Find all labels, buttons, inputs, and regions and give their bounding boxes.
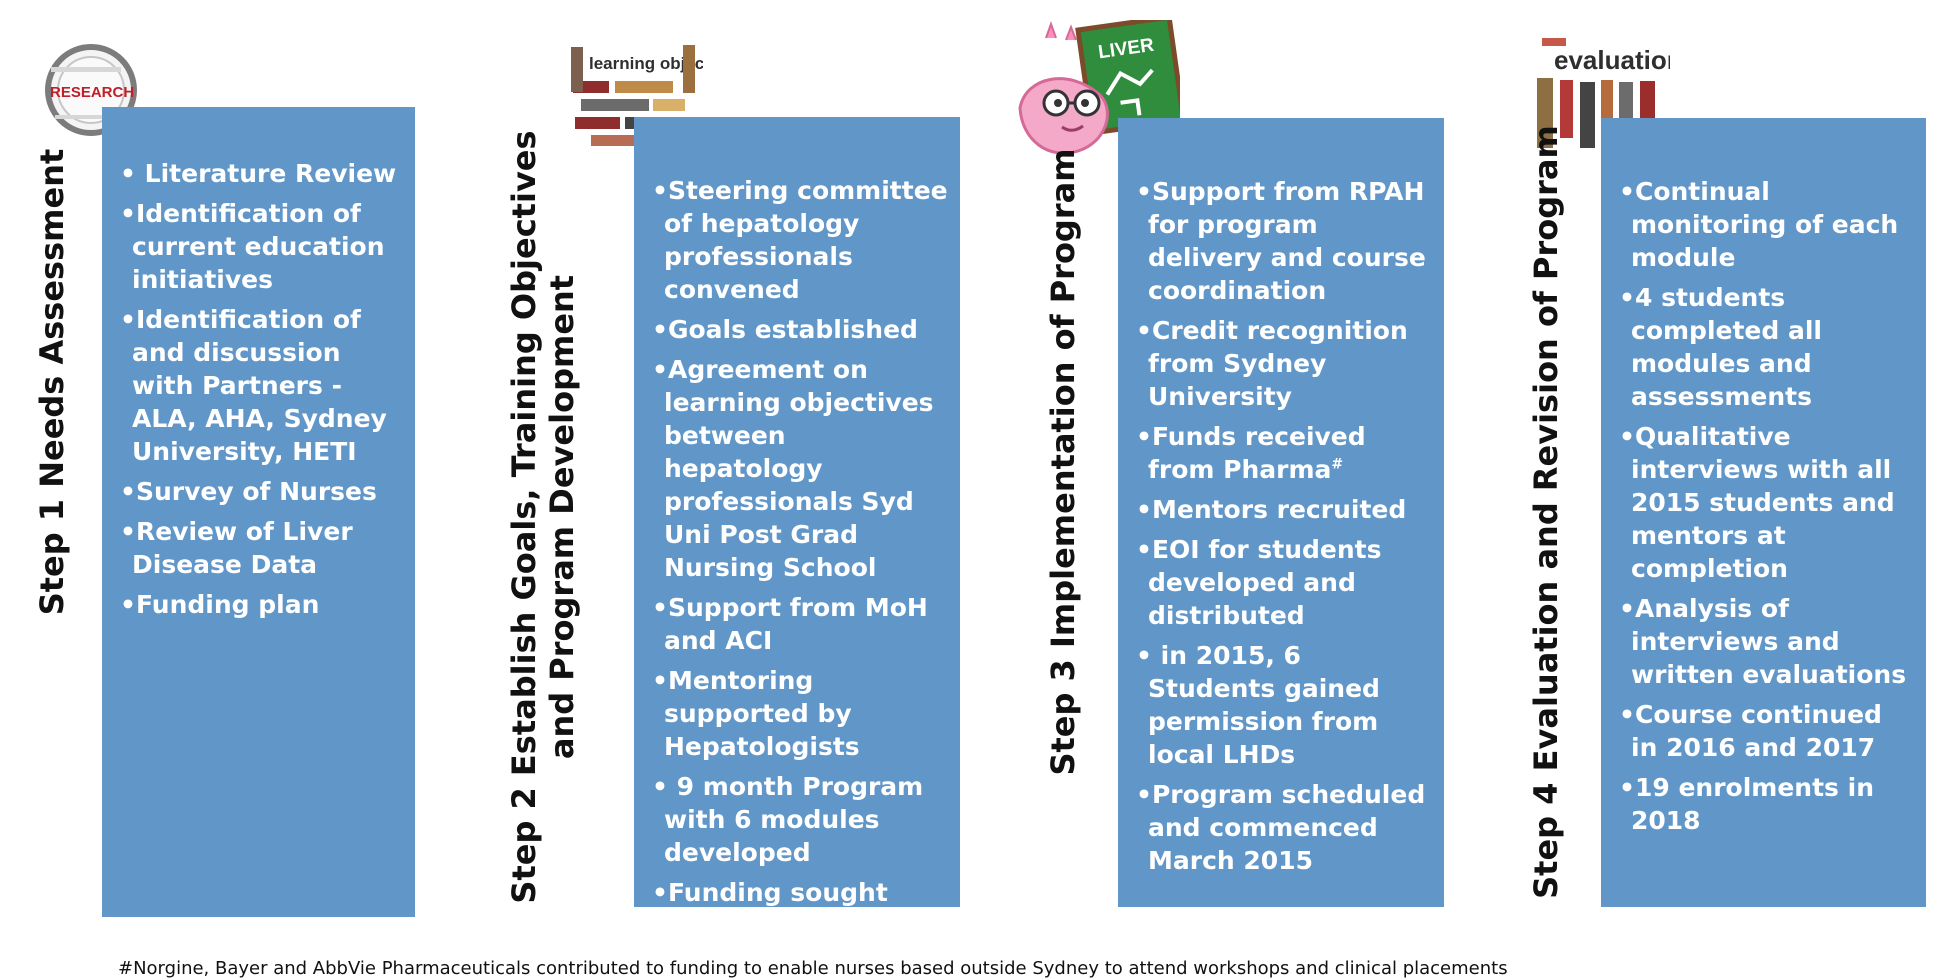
step-2-title-line-2: and Program Development	[543, 274, 581, 760]
step-3-bullet-6: • in 2015, 6 Students gained permission …	[1136, 641, 1380, 769]
step-4-bullet-6: •19 enrolments in 2018	[1619, 773, 1875, 835]
step-3-bullet-1: •Support from RPAH for program delivery …	[1136, 177, 1426, 305]
step-3-panel: •Support from RPAH for program delivery …	[1118, 118, 1444, 907]
step-2-bullet-list: •Steering committee of hepatology profes…	[652, 174, 950, 916]
step-4-bullet-list: •Continual monitoring of each module •4 …	[1619, 175, 1916, 844]
step-1-bullet-list: • Literature Review •Identification of c…	[120, 157, 405, 628]
step-4-bullet-2: •4 students completed all modules and as…	[1619, 283, 1822, 411]
step-2-bullet-2: •Goals established	[652, 315, 918, 344]
step-4-title: Step 4 Evaluation and Revision of Progra…	[1491, 125, 1601, 899]
funding-footnote: #Norgine, Bayer and AbbVie Pharmaceutica…	[118, 958, 1508, 979]
step-2-panel: •Steering committee of hepatology profes…	[634, 117, 960, 907]
step-2-title: Step 2 Establish Goals, Training Objecti…	[488, 130, 598, 903]
step-3-bullet-5: •EOI for students developed and distribu…	[1136, 535, 1382, 630]
step-4-bullet-4: •Analysis of interviews and written eval…	[1619, 594, 1907, 689]
step-3-bullet-4: •Mentors recruited	[1136, 495, 1407, 524]
step-3-bullet-list: •Support from RPAH for program delivery …	[1136, 175, 1434, 884]
liver-chalkboard-image: LIVER	[1012, 20, 1180, 165]
step-3-title-line-1: Step 3 Implementation of Program	[1044, 148, 1082, 776]
step-1-bullet-3: •Identification of and discussion with P…	[120, 305, 387, 466]
research-word: RESEARCH	[50, 84, 134, 101]
step-2-bullet-5: •Mentoring supported by Hepatologists	[652, 666, 860, 761]
step-1-bullet-1: • Literature Review	[120, 159, 397, 188]
step-1-bullet-2: •Identification of current education ini…	[120, 199, 385, 294]
step-4-bullet-5: •Course continued in 2016 and 2017	[1619, 700, 1882, 762]
step-4-bullet-3: •Qualitative interviews with all 2015 st…	[1619, 422, 1895, 583]
step-3-bullet-3: •Funds received from Pharma#	[1136, 422, 1366, 484]
step-1-panel: • Literature Review •Identification of c…	[102, 107, 415, 917]
learning-objectives-word: learning objectives	[589, 54, 703, 73]
step-1-bullet-5: •Review of Liver Disease Data	[120, 517, 353, 579]
step-2-bullet-1: •Steering committee of hepatology profes…	[652, 176, 948, 304]
step-2-title-line-1: Step 2 Establish Goals, Training Objecti…	[505, 130, 543, 904]
step-4-bullet-1: •Continual monitoring of each module	[1619, 177, 1899, 272]
step-4-panel: •Continual monitoring of each module •4 …	[1601, 118, 1926, 907]
step-2-bullet-7: •Funding sought	[652, 878, 888, 907]
step-2-bullet-4: •Support from MoH and ACI	[652, 593, 928, 655]
step-3-bullet-7: •Program scheduled and commenced March 2…	[1136, 780, 1426, 875]
step-2-bullet-6: • 9 month Program with 6 modules develop…	[652, 772, 924, 867]
pharma-footnote-marker: #	[1331, 456, 1344, 473]
step-1-bullet-4: •Survey of Nurses	[120, 477, 377, 506]
step-3-title: Step 3 Implementation of Program	[1008, 148, 1118, 775]
step-2-bullet-3: •Agreement on learning objectives betwee…	[652, 355, 934, 582]
step-1-title: Step 1 Needs Assessment	[0, 72, 107, 692]
step-1-bullet-6: •Funding plan	[120, 590, 320, 619]
step-3-bullet-2: •Credit recognition from Sydney Universi…	[1136, 316, 1408, 411]
step-1-title-line-1: Step 1 Needs Assessment	[33, 148, 71, 616]
evaluation-word: evaluation	[1554, 45, 1670, 75]
step-4-title-line-1: Step 4 Evaluation and Revision of Progra…	[1527, 125, 1565, 899]
